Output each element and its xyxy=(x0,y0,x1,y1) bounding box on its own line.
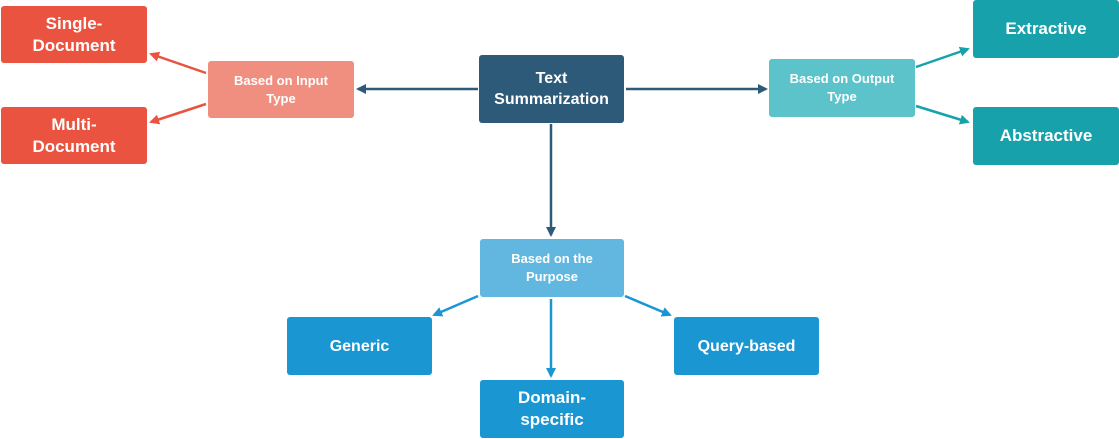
edge-purpose-to-query-based xyxy=(624,294,672,317)
node-multi-document: Multi- Document xyxy=(1,107,147,164)
node-query-based: Query-based xyxy=(674,317,819,375)
edge-output-to-abstractive xyxy=(915,104,970,125)
node-single-document: Single- Document xyxy=(1,6,147,63)
edge-input-to-single-document xyxy=(149,51,207,75)
node-domain-specific: Domain- specific xyxy=(480,380,624,438)
node-based-on-output-type: Based on Output Type xyxy=(769,59,915,117)
edge-purpose-to-generic xyxy=(432,294,479,317)
node-text-summarization: Text Summarization xyxy=(479,55,624,123)
node-generic: Generic xyxy=(287,317,432,375)
node-based-on-input-type: Based on Input Type xyxy=(208,61,354,118)
edge-input-to-multi-document xyxy=(149,102,207,125)
node-based-on-the-purpose: Based on the Purpose xyxy=(480,239,624,297)
node-abstractive: Abstractive xyxy=(973,107,1119,165)
edge-output-to-extractive xyxy=(915,46,970,69)
node-extractive: Extractive xyxy=(973,0,1119,58)
